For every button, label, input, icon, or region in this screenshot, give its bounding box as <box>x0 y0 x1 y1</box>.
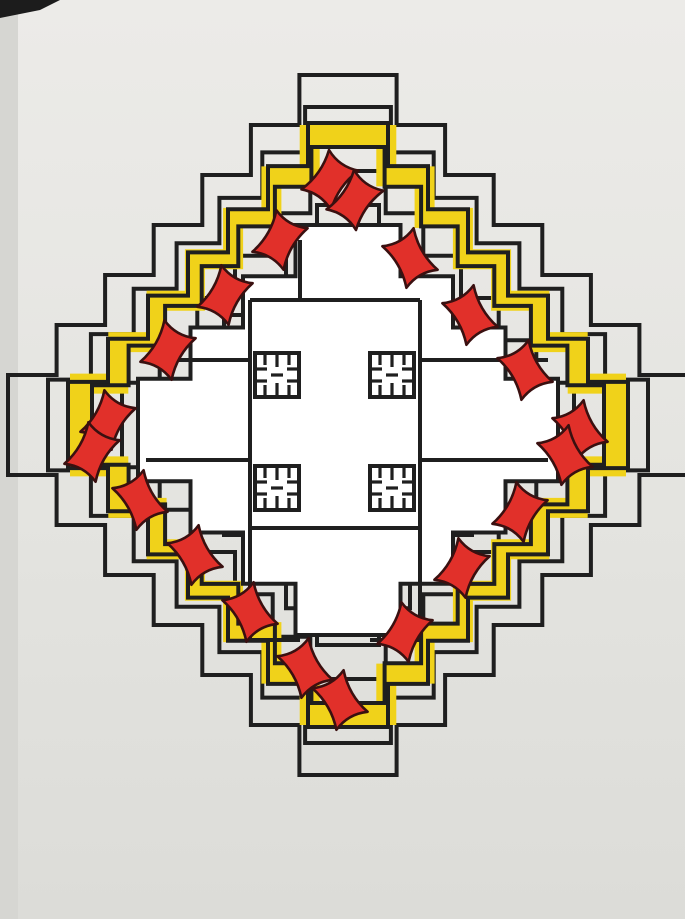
center-glyph-1 <box>255 353 299 397</box>
center-glyph-3 <box>255 466 299 510</box>
center-glyph-2 <box>370 353 414 397</box>
corner-ink-mark <box>0 0 60 18</box>
center-glyph-4 <box>370 466 414 510</box>
